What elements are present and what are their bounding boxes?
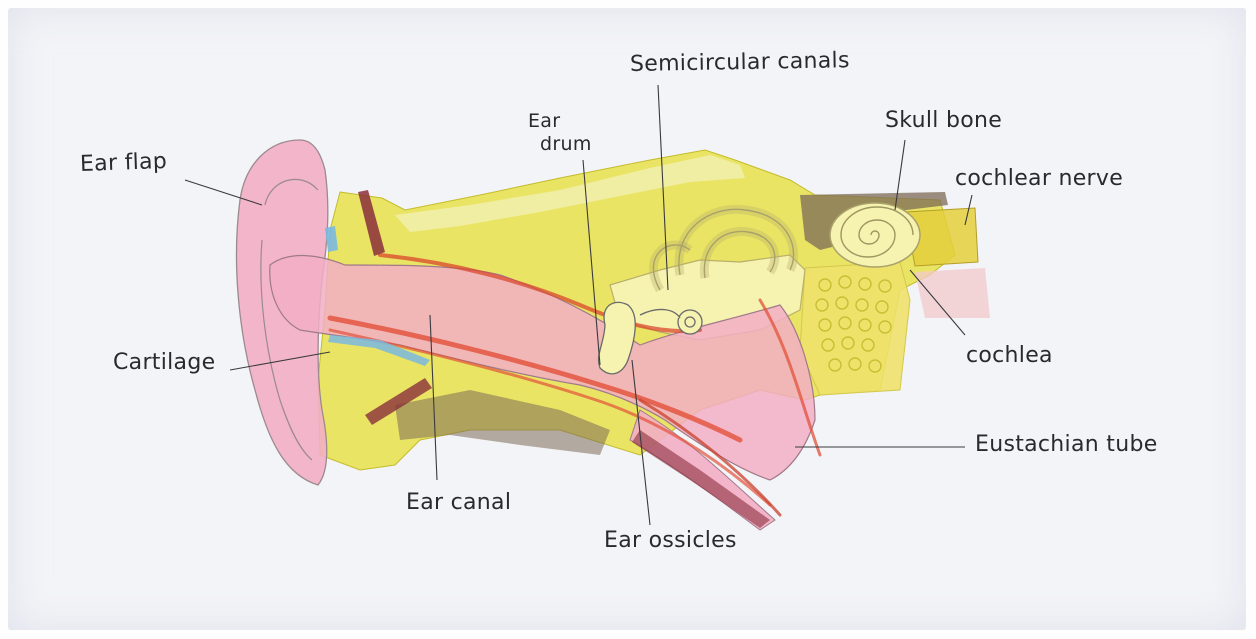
cochlea-spiral: [830, 203, 920, 267]
label-ear-drum-line1: Ear: [528, 110, 560, 132]
label-semicircular-canals: Semicircular canals: [630, 48, 850, 77]
label-cochlear-nerve: cochlear nerve: [955, 166, 1123, 191]
label-cartilage: Cartilage: [113, 350, 215, 375]
spotted-bone: [800, 262, 910, 395]
label-ear-ossicles: Ear ossicles: [604, 528, 737, 553]
label-skull-bone: Skull bone: [885, 108, 1002, 133]
label-ear-canal: Ear canal: [406, 490, 511, 515]
label-ear-flap: Ear flap: [80, 149, 168, 177]
label-ear-drum-line2: drum: [540, 133, 592, 155]
label-eustachian-tube: Eustachian tube: [975, 432, 1158, 457]
label-cochlea: cochlea: [966, 343, 1053, 368]
pink-strip: [915, 268, 990, 318]
